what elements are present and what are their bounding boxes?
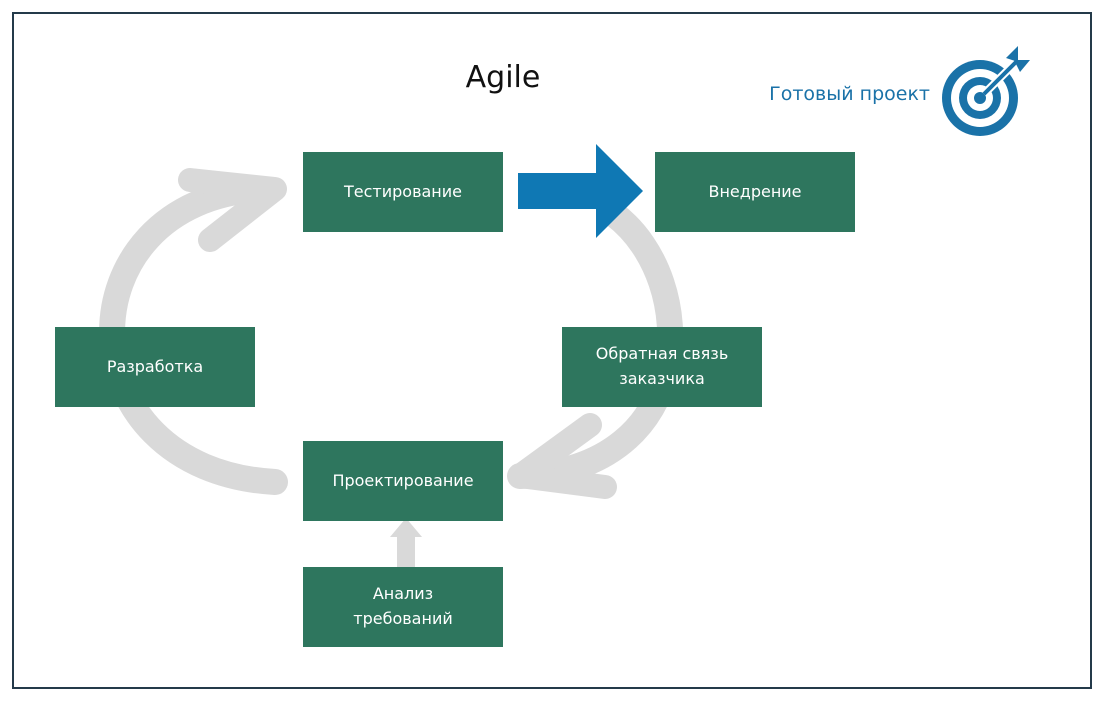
stage-deployment: Внедрение (655, 152, 855, 232)
target-arrow-icon (942, 46, 1030, 136)
stage-testing: Тестирование (303, 152, 503, 232)
analysis-arrow-shaft (397, 535, 415, 569)
cycle-arrowhead-right (508, 413, 617, 499)
delivery-arrow (518, 144, 643, 238)
diagram-title: Agile (465, 60, 541, 95)
cycle-arrowhead-left (178, 168, 287, 252)
slide-frame (12, 12, 1092, 689)
stage-development: Разработка (55, 327, 255, 407)
goal-label: Готовый проект (769, 83, 930, 105)
analysis-arrowhead (390, 518, 422, 537)
stage-analysis: Анализ требований (303, 567, 503, 647)
stage-feedback: Обратная связь заказчика (562, 327, 762, 407)
stage-design: Проектирование (303, 441, 503, 521)
